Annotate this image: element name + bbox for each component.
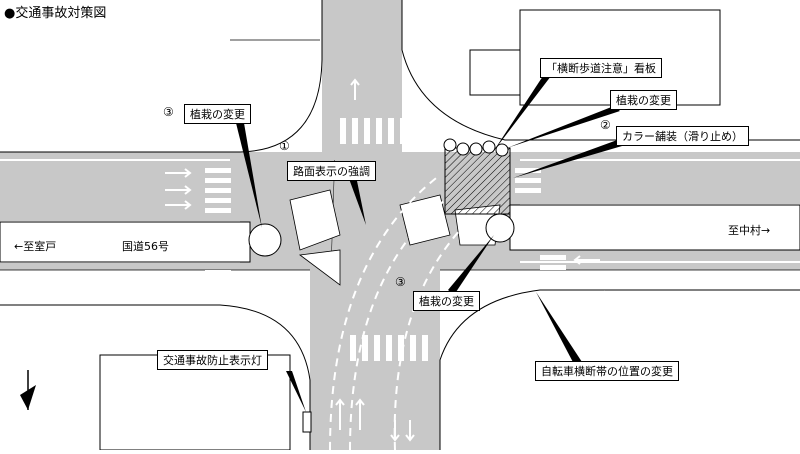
building-upper-right [469,49,521,96]
page-title: ●交通事故対策図 [4,6,107,21]
crosswalk-north [340,118,430,144]
left-direction-text: ←至室戸 [14,240,57,253]
label-crosswalk-caution-sign: 「横断歩道注意」看板 [540,58,662,78]
marker-1: ① [279,139,290,153]
guide-line-2 [349,199,446,451]
lane-arrows [165,78,625,442]
planting-circles [443,138,509,157]
label-planting-change-upper-left: 植栽の変更 [184,104,251,124]
crosswalk-west [205,168,231,295]
marker-2: ② [600,118,611,132]
marker-3-left: ③ [163,105,174,119]
crosswalk-east [515,168,566,280]
label-planting-change-upper-right: 植栽の変更 [610,90,677,110]
color-pavement-area [444,147,511,215]
north-arrow-icon [20,370,36,410]
median-left [0,221,251,263]
guide-line-3 [393,229,461,451]
warning-light-marker [302,411,312,433]
label-warning-light: 交通事故防止表示灯 [157,350,268,370]
label-color-pavement: カラー舗装（滑り止め） [616,126,749,146]
label-bicycle-crossing: 自転車横断帯の位置の変更 [535,361,679,381]
label-planting-change-center: 植栽の変更 [413,291,480,311]
marker-3-center: ③ [395,275,406,289]
label-road-marking: 路面表示の強調 [287,161,376,181]
crosswalk-south [350,335,428,361]
guide-line-1 [329,174,441,451]
route-name-text: 国道56号 [122,240,169,253]
right-direction-text: 至中村→ [728,224,771,237]
leader-lines [236,76,622,412]
